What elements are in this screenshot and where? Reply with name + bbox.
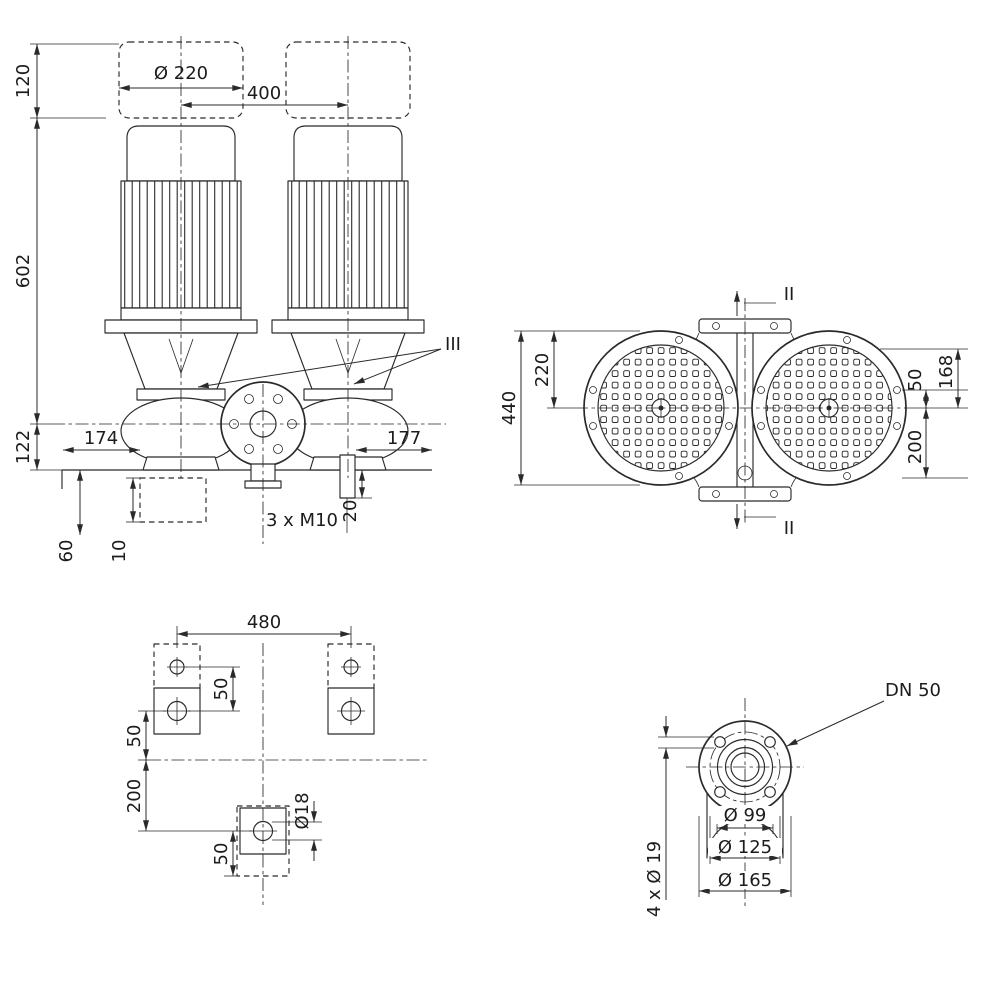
dim-label-220: 220	[532, 353, 553, 387]
dim-label-dia18: Ø18	[292, 792, 313, 829]
dim-label-480: 480	[247, 612, 281, 633]
dim-label-50-bottom: 50	[211, 843, 232, 866]
dim-label-10: 10	[109, 540, 130, 563]
dim-label-122: 122	[13, 430, 34, 464]
dim-label-200-top: 200	[905, 430, 926, 464]
dim-label-50-top: 50	[905, 369, 926, 392]
dim-label-177: 177	[387, 428, 421, 449]
dim-label-dia99: Ø 99	[724, 805, 767, 826]
dim-label-602: 602	[13, 254, 34, 288]
dim-label-dia125: Ø 125	[718, 837, 772, 858]
section-label-ii-bottom: II	[784, 518, 795, 539]
dim-label-dia220: Ø 220	[154, 63, 208, 84]
foundation-plan-view: 480 50 50 200 50 Ø18	[124, 612, 428, 905]
dim-label-20: 20	[340, 500, 361, 523]
dim-label-50-holes: 50	[211, 678, 232, 701]
foundation-block-dashed	[139, 477, 207, 523]
dim-label-4xdia19: 4 x Ø 19	[644, 841, 665, 917]
flange-detail-view: DN 50 4 x Ø 19 Ø 99 Ø 125 Ø 165	[644, 680, 941, 917]
section-label-iii: III	[445, 334, 461, 355]
dim-label-dia165: Ø 165	[718, 870, 772, 891]
dim-label-60: 60	[56, 540, 77, 563]
top-plan-view: 440 220 50 168 200 II II	[499, 284, 968, 539]
dim-label-dn50: DN 50	[885, 680, 941, 701]
dim-label-50-left: 50	[124, 725, 145, 748]
dim-label-200-foundation: 200	[124, 779, 145, 813]
dim-label-400: 400	[247, 83, 281, 104]
dim-label-174: 174	[84, 428, 118, 449]
dim-label-3xm10: 3 x M10	[266, 510, 338, 531]
drain-stub	[339, 454, 356, 499]
dim-label-120: 120	[13, 64, 34, 98]
section-label-ii-top: II	[784, 284, 795, 305]
dim-label-440: 440	[499, 391, 520, 425]
dim-label-168: 168	[936, 355, 957, 389]
front-elevation-view: 120 Ø 220 400 602 122 174 177 III 20 3 x…	[13, 36, 461, 562]
